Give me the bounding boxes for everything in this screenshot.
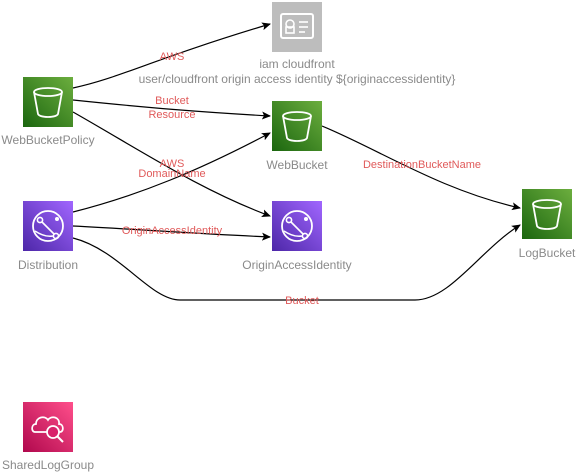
- edge-label-distribution-to-webbucket-2: DomainName: [138, 168, 206, 180]
- node-label-logbucket: LogBucket: [518, 246, 576, 260]
- edge-label-distribution-to-logbucket: Bucket: [285, 295, 319, 307]
- s3-bucket-icon[interactable]: [23, 77, 73, 127]
- cloudwatch-logs-icon[interactable]: [23, 402, 73, 452]
- node-label-distribution: Distribution: [17, 258, 79, 272]
- edge-label-distribution-to-webbucket-1: AWS: [159, 158, 185, 170]
- node-label-originaccessidentity: OriginAccessIdentity: [242, 258, 352, 272]
- edge-label-policy-to-webbucket-1: Bucket: [155, 95, 189, 107]
- edge-policy-to-webbucket: [72, 99, 271, 120]
- cloudfront-icon[interactable]: [23, 201, 73, 251]
- edge-distribution-to-webbucket: [72, 132, 271, 213]
- s3-bucket-icon[interactable]: [522, 189, 572, 239]
- edge-policy-to-oai: [72, 111, 271, 217]
- node-label-iam: iam cloudfront: [259, 57, 335, 71]
- node-label-sharedloggroup: SharedLogGroup: [1, 458, 95, 472]
- s3-bucket-icon[interactable]: [272, 101, 322, 151]
- edge-label-webbucket-to-logbucket: DestinationBucketName: [362, 159, 482, 171]
- edge-distribution-to-oai: [72, 225, 271, 241]
- edge-webbucket-to-logbucket: [321, 125, 521, 211]
- edge-distribution-to-logbucket: [72, 224, 521, 301]
- edge-policy-to-iam: [72, 22, 271, 89]
- edge-label-distribution-to-oai: OriginAccessIdentity: [121, 225, 223, 237]
- iam-identity-icon[interactable]: [272, 2, 322, 52]
- cloudfront-icon[interactable]: [272, 201, 322, 251]
- node-label-webbucket: WebBucket: [266, 158, 328, 172]
- node-label-webbucketpolicy: WebBucketPolicy: [1, 133, 95, 147]
- edge-label-policy-to-webbucket-2: Resource: [148, 109, 196, 121]
- edge-label-policy-to-iam: AWS: [159, 51, 185, 63]
- node-sublabel-iam: user/cloudfront origin access identity $…: [138, 72, 456, 86]
